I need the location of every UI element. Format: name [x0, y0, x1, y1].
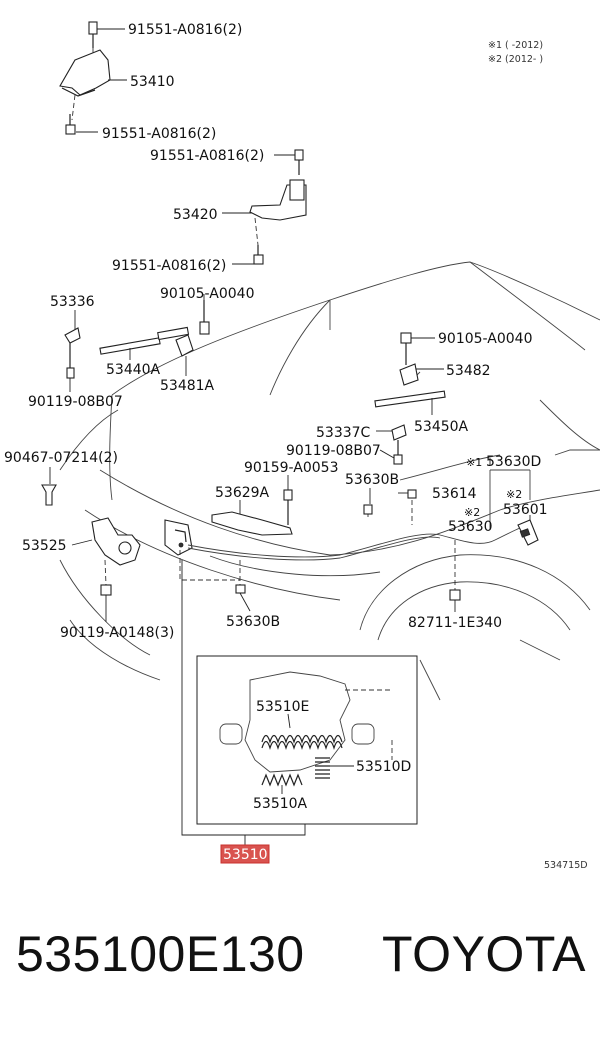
label-stay-holder: 53336 — [50, 294, 95, 310]
release-lever — [517, 519, 539, 546]
label-diagram-code: 534715D — [544, 860, 588, 871]
label-holder-right: 53337C — [316, 425, 371, 441]
label-spring-e: 53510E — [256, 699, 309, 715]
label-bolt-top: 91551-A0816(2) — [128, 22, 242, 38]
hood-stay-right — [374, 332, 446, 465]
support-bracket — [91, 517, 141, 596]
label-clip-right-top: 90105-A0040 — [438, 331, 533, 347]
label-fender-clip: 90467-07214(2) — [4, 450, 118, 466]
release-cable — [179, 469, 531, 601]
part-number: 535100E130 — [16, 926, 305, 982]
parts-diagram: 91551-A0816(2) 53410 91551-A0816(2) 9155… — [4, 21, 600, 871]
fender-clip — [41, 484, 57, 506]
label-stay-right: 53450A — [414, 419, 469, 435]
hood-lock — [164, 519, 193, 556]
label-cushion-b: 53630B — [345, 472, 399, 488]
label-spring-d: 53510D — [356, 759, 411, 775]
label-lever: 53601 — [503, 502, 548, 518]
leader-cushion-b-lower — [239, 592, 251, 612]
label-hinge-rh: 53420 — [173, 207, 218, 223]
label-support: 53525 — [22, 538, 67, 554]
leader-assembly-bracket — [181, 560, 306, 836]
label-bolt-support: 90119-A0148(3) — [60, 625, 174, 641]
note-1: ※1 ( -2012) — [488, 40, 543, 51]
label-bolt-lh-bottom: 91551-A0816(2) — [102, 126, 216, 142]
label-bracket-right: 53482 — [446, 363, 491, 379]
label-clip-right-mid: 90119-08B07 — [286, 443, 381, 459]
label-hinge-lh: 53410 — [130, 74, 175, 90]
label-clip-left: 90105-A0040 — [160, 286, 255, 302]
label-note-ref-2b: ※2 — [464, 506, 480, 519]
hood-stay-left — [64, 300, 210, 379]
note-2: ※2 (2012- ) — [488, 54, 543, 65]
label-latch-bracket: 53629A — [215, 485, 270, 501]
label-highlighted-part[interactable]: 53510 — [223, 847, 268, 863]
label-cushion-b-lower: 53630B — [226, 614, 280, 630]
hinge-rh — [249, 149, 307, 265]
leader-support — [71, 539, 93, 546]
label-screw-center: 90159-A0053 — [244, 460, 339, 476]
footer: 535100E130 TOYOTA — [0, 925, 600, 1025]
vehicle-outline — [59, 261, 600, 701]
label-bolt-rh-bottom: 91551-A0816(2) — [112, 258, 226, 274]
label-cable-clip: 53614 — [432, 486, 477, 502]
label-clip-bottom-left: 90119-08B07 — [28, 394, 123, 410]
label-spring-a: 53510A — [253, 796, 308, 812]
label-note-ref-2a: ※2 — [506, 488, 522, 501]
highlight-box[interactable] — [220, 844, 270, 864]
label-clip-lower-right: 82711-1E340 — [408, 615, 502, 631]
brand-name: TOYOTA — [382, 926, 586, 982]
hinge-lh — [59, 21, 111, 135]
leader-clip-right-mid — [379, 449, 395, 459]
label-bolt-rh-top: 91551-A0816(2) — [150, 148, 264, 164]
leader-spring-e — [287, 713, 291, 729]
label-note-ref-1: ※1 — [466, 456, 482, 469]
label-stay-left: 53440A — [106, 362, 161, 378]
label-cable: 53630 — [448, 519, 493, 535]
detail-inset — [196, 655, 418, 825]
label-cushion: 53630D — [486, 454, 541, 470]
label-stay-bracket: 53481A — [160, 378, 215, 394]
